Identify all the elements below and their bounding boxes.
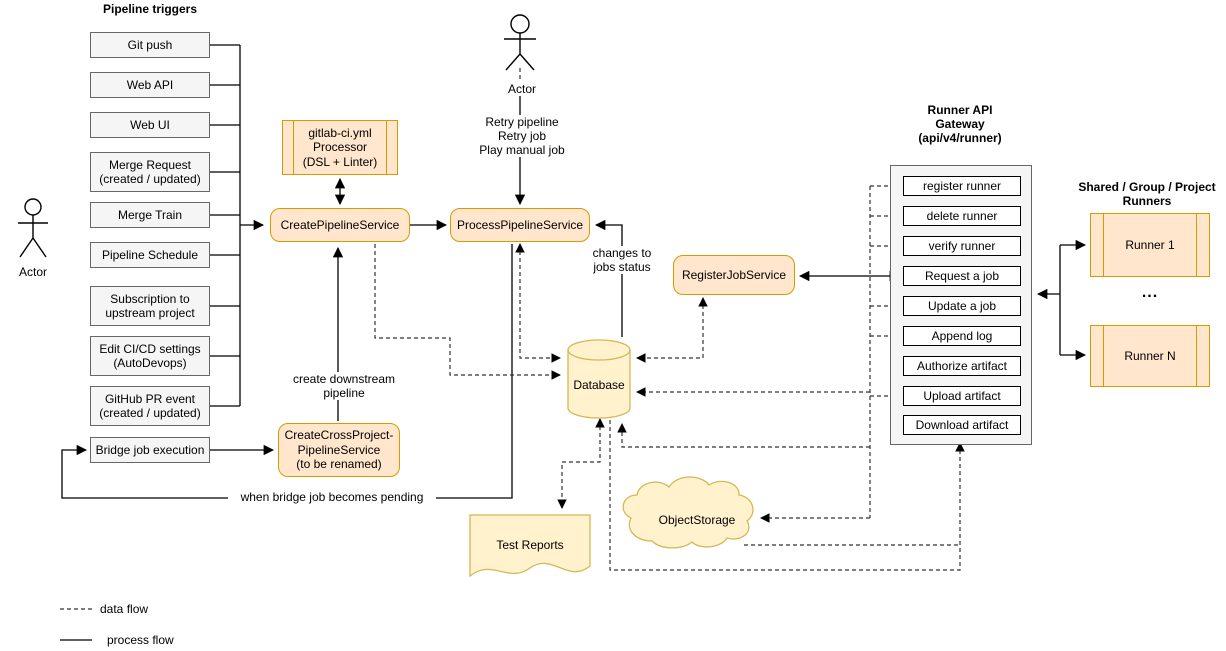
- endpoint-authorize-artifact: Authorize artifact: [903, 356, 1021, 376]
- changes-jobs-status-annotation: changes to jobs status: [584, 246, 660, 275]
- trigger-bridge-job: Bridge job execution: [90, 437, 210, 463]
- runner-n: Runner N: [1090, 325, 1210, 387]
- trigger-web-ui: Web UI: [90, 112, 210, 138]
- gitlab-ci-yml-processor: gitlab-ci.yml Processor (DSL + Linter): [282, 120, 398, 175]
- trigger-subscription: Subscription to upstream project: [90, 286, 210, 326]
- object-storage-label: ObjectStorage: [658, 513, 736, 527]
- endpoint-append-log: Append log: [903, 326, 1021, 346]
- retry-annotation: Retry pipeline Retry job Play manual job: [468, 115, 576, 158]
- trigger-pipeline-schedule: Pipeline Schedule: [90, 242, 210, 268]
- endpoint-register-runner: register runner: [903, 176, 1021, 196]
- create-downstream-annotation: create downstream pipeline: [286, 372, 402, 401]
- trigger-merge-train: Merge Train: [90, 202, 210, 228]
- top-actor-label: Actor: [500, 82, 544, 97]
- trigger-merge-request: Merge Request (created / updated): [90, 152, 210, 192]
- left-actor-icon: [18, 198, 48, 258]
- legend-data-flow-label: data flow: [100, 602, 149, 616]
- process-pipeline-service: ProcessPipelineService: [450, 208, 590, 242]
- endpoint-delete-runner: delete runner: [903, 206, 1021, 226]
- left-actor-label: Actor: [18, 265, 47, 279]
- trigger-edit-cicd: Edit CI/CD settings (AutoDevops): [90, 336, 210, 376]
- endpoint-verify-runner: verify runner: [903, 236, 1021, 256]
- trigger-git-push: Git push: [90, 32, 210, 58]
- runner-api-gateway-title: Runner API Gateway (api/v4/runner): [918, 103, 1002, 146]
- test-reports-label: Test Reports: [496, 538, 564, 552]
- trigger-web-api: Web API: [90, 72, 210, 98]
- store-shapes: [469, 339, 754, 578]
- trigger-github-pr: GitHub PR event (created / updated): [90, 386, 210, 426]
- runners-title: Shared / Group / Project Runners: [1078, 180, 1216, 209]
- endpoint-request-a-job: Request a job: [903, 266, 1021, 286]
- top-actor-icon: [504, 14, 536, 71]
- cloud-icon: [622, 476, 754, 549]
- create-cross-project-pipeline-service: CreateCrossProject- PipelineService (to …: [278, 423, 400, 477]
- endpoint-upload-artifact: Upload artifact: [903, 386, 1021, 406]
- legend-process-flow-label: process flow: [107, 633, 174, 647]
- process-flow-lines: [60, 44, 1087, 641]
- register-job-service: RegisterJobService: [673, 255, 795, 295]
- endpoint-update-a-job: Update a job: [903, 296, 1021, 316]
- data-flow-lines: [60, 68, 965, 610]
- database-cylinder-icon: [567, 339, 631, 419]
- endpoint-download-artifact: Download artifact: [903, 415, 1021, 435]
- create-pipeline-service: CreatePipelineService: [270, 208, 410, 242]
- pipeline-triggers-title: Pipeline triggers: [102, 2, 198, 16]
- document-shape-icon: [469, 514, 591, 578]
- when-bridge-pending-annotation: when bridge job becomes pending: [228, 490, 436, 505]
- database-label: Database: [573, 378, 625, 392]
- runners-ellipsis: ...: [1141, 284, 1159, 301]
- runner-1: Runner 1: [1090, 213, 1210, 277]
- actor-icons: [18, 14, 536, 258]
